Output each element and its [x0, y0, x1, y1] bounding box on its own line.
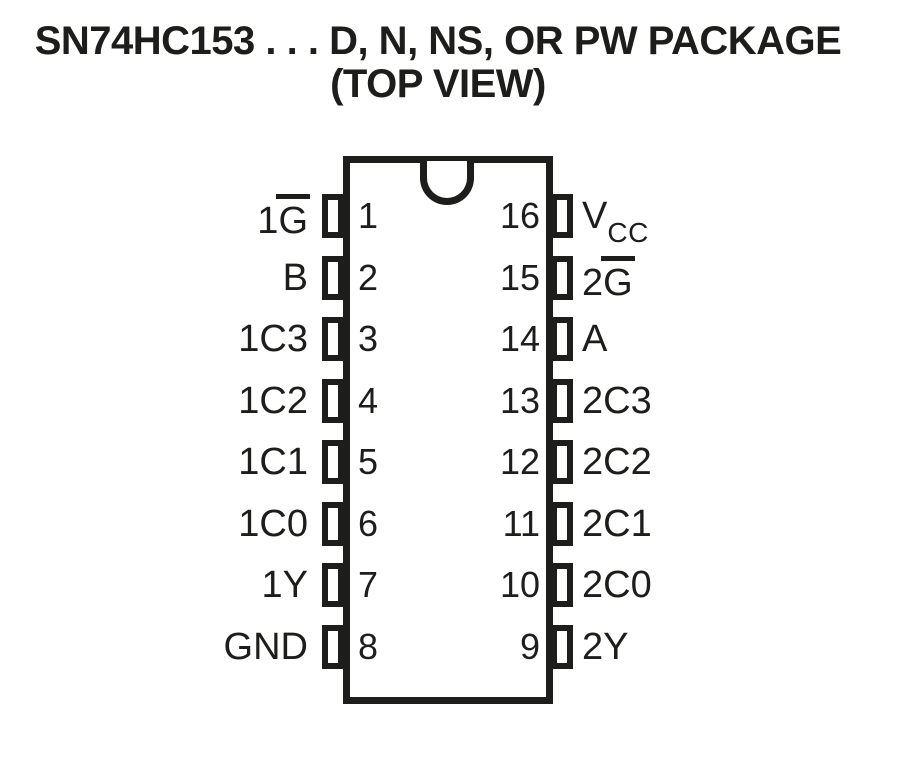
pin-13-label: 2C3	[582, 379, 652, 422]
pin-6-label: 1C0	[238, 502, 308, 545]
pin-9: 2Y 9	[0, 624, 900, 669]
pin-15-pad	[551, 255, 573, 300]
pin-8-number: 8	[358, 625, 379, 667]
pin-16-number: 16	[499, 195, 540, 236]
pin-6: 1C0 6	[0, 501, 900, 546]
pin-10-number: 10	[499, 564, 540, 605]
pin-9-number: 9	[519, 625, 540, 667]
pin-3-number: 3	[358, 318, 379, 359]
pin-5: 1C1 5	[0, 440, 900, 484]
pin-12-number: 12	[499, 441, 540, 482]
chip-notch	[420, 161, 474, 205]
right-pin-column: VCC 16 2G 15 A 14 2C3 13 2C2 12 2C1 11 2…	[0, 194, 900, 694]
pin-12: 2C2 12	[0, 440, 900, 484]
pin-14-number: 14	[499, 318, 540, 359]
pin-13-number: 13	[499, 379, 540, 421]
left-pin-column: 1G 1 B 2 1C3 3 1C2 4 1C1 5 1C0 6 1Y 7 GN…	[0, 194, 900, 694]
pin-6-number: 6	[358, 502, 379, 544]
pin-4-pad	[322, 378, 344, 423]
pin-4: 1C2 4	[0, 378, 900, 423]
diagram-title: SN74HC153 . . . D, N, NS, OR PW PACKAGE …	[0, 20, 888, 106]
pin-3-pad	[322, 317, 344, 361]
pin-16-pad	[551, 194, 573, 238]
pin-11: 2C1 11	[0, 501, 900, 546]
pin-4-number: 4	[358, 379, 379, 421]
pin-15: 2G 15	[0, 255, 900, 304]
pin-5-label: 1C1	[238, 441, 308, 483]
pin-8-pad	[322, 624, 344, 669]
pin-1-label: 1G	[257, 194, 310, 260]
pin-5-number: 5	[358, 441, 379, 482]
pin-2-number: 2	[358, 256, 379, 298]
package-title-line: SN74HC153 . . . D, N, NS, OR PW PACKAGE	[34, 19, 842, 63]
pin-16: VCC 16	[0, 194, 900, 248]
pin-2-pad	[322, 255, 344, 300]
pin-3-label: 1C3	[238, 318, 308, 360]
pin-12-label: 2C2	[582, 441, 652, 483]
pin-11-number: 11	[502, 502, 540, 544]
pin-11-pad	[551, 501, 573, 546]
pin-2-label: B	[282, 256, 308, 299]
pin-16-label: VCC	[582, 195, 649, 248]
pin-12-pad	[551, 440, 573, 484]
pin-13: 2C3 13	[0, 378, 900, 423]
pin-14-label: A	[582, 318, 608, 360]
pin-10-label: 2C0	[582, 564, 652, 606]
pin-13-pad	[551, 378, 573, 423]
pin-14: A 14	[0, 317, 900, 361]
pin-6-pad	[322, 501, 344, 546]
pin-5-pad	[322, 440, 344, 484]
pin-7-label: 1Y	[261, 564, 308, 606]
chip-body	[343, 156, 553, 704]
pin-3: 1C3 3	[0, 317, 900, 361]
pin-7: 1Y 7	[0, 563, 900, 607]
pin-1: 1G 1	[0, 194, 900, 242]
pin-14-pad	[551, 317, 573, 361]
pin-4-label: 1C2	[238, 379, 308, 422]
pin-15-number: 15	[499, 256, 540, 298]
pin-8-label: GND	[223, 625, 308, 668]
top-view-subtitle: (TOP VIEW)	[330, 62, 546, 106]
pin-1-pad	[322, 194, 344, 238]
pin-7-number: 7	[358, 564, 379, 605]
pin-8: GND 8	[0, 624, 900, 669]
pin-10-pad	[551, 563, 573, 607]
pin-11-label: 2C1	[582, 502, 652, 545]
pin-9-label: 2Y	[582, 625, 629, 668]
pin-10: 2C0 10	[0, 563, 900, 607]
pin-15-label: 2G	[582, 255, 635, 322]
pin-9-pad	[551, 624, 573, 669]
pin-1-number: 1	[358, 195, 379, 236]
pin-2: B 2	[0, 255, 900, 300]
pin-7-pad	[322, 563, 344, 607]
